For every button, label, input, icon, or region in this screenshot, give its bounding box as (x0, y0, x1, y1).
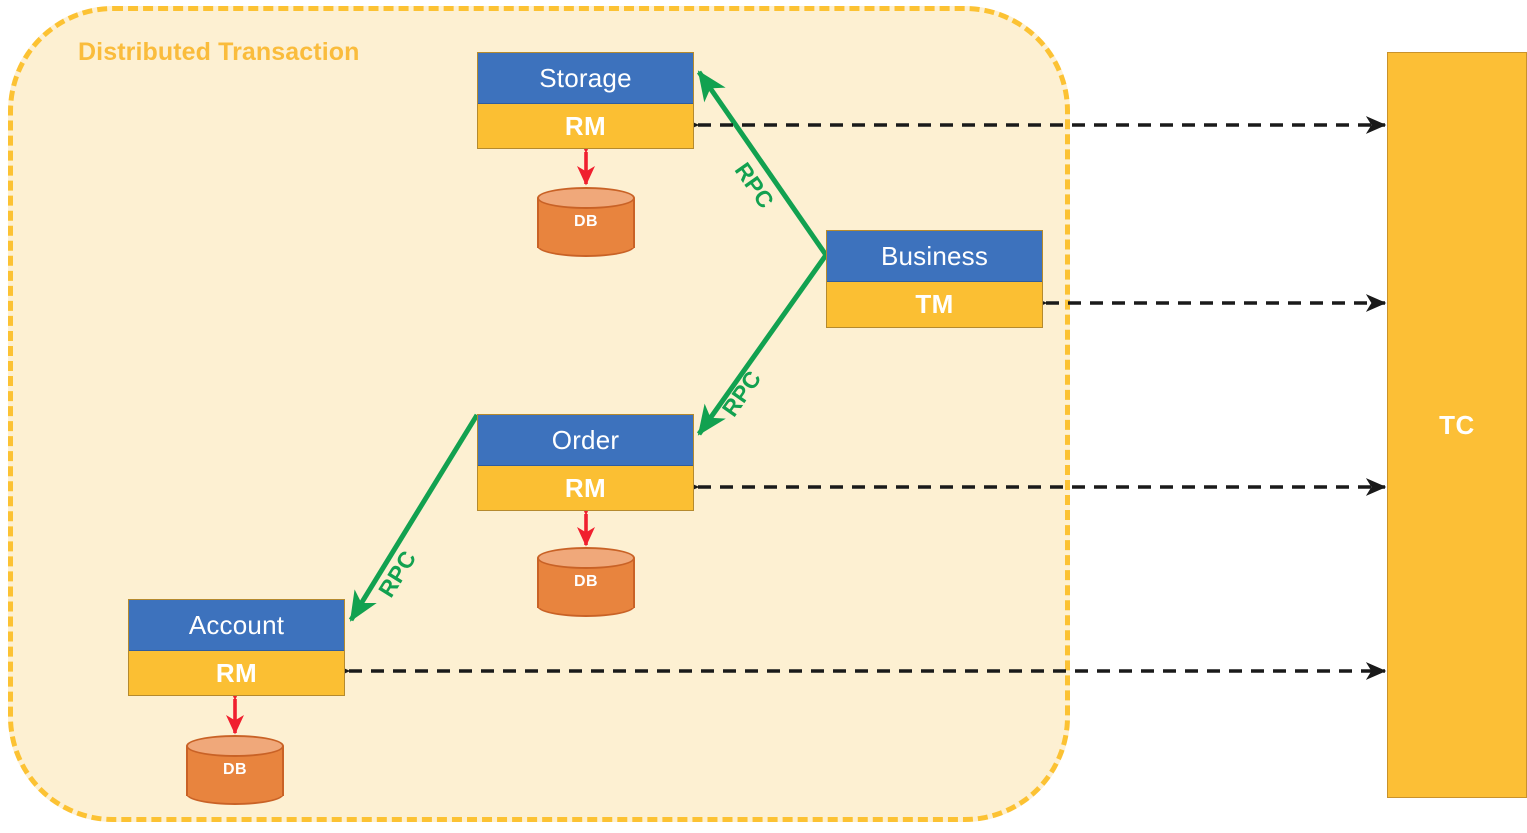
database-cylinder-account[interactable]: DB (186, 735, 284, 805)
service-name-order: Order (478, 415, 693, 466)
db-top-ellipse (186, 735, 284, 757)
service-name-business: Business (827, 231, 1042, 282)
service-role-order: RM (478, 466, 693, 510)
db-label-order: DB (574, 573, 598, 590)
database-cylinder-storage[interactable]: DB (537, 187, 635, 257)
transaction-coordinator-bar[interactable]: TC (1387, 52, 1527, 798)
service-role-business: TM (827, 282, 1042, 327)
service-name-account: Account (129, 600, 344, 651)
db-label-storage: DB (574, 213, 598, 230)
db-top-ellipse (537, 547, 635, 569)
service-node-account[interactable]: Account RM (128, 599, 345, 696)
service-role-account: RM (129, 651, 344, 695)
service-node-order[interactable]: Order RM (477, 414, 694, 511)
transaction-coordinator-label: TC (1439, 409, 1475, 440)
db-label-account: DB (223, 761, 247, 778)
service-role-storage: RM (478, 104, 693, 148)
distributed-transaction-title: Distributed Transaction (78, 38, 360, 66)
database-cylinder-order[interactable]: DB (537, 547, 635, 617)
service-node-business[interactable]: Business TM (826, 230, 1043, 328)
service-name-storage: Storage (478, 53, 693, 104)
service-node-storage[interactable]: Storage RM (477, 52, 694, 149)
db-top-ellipse (537, 187, 635, 209)
